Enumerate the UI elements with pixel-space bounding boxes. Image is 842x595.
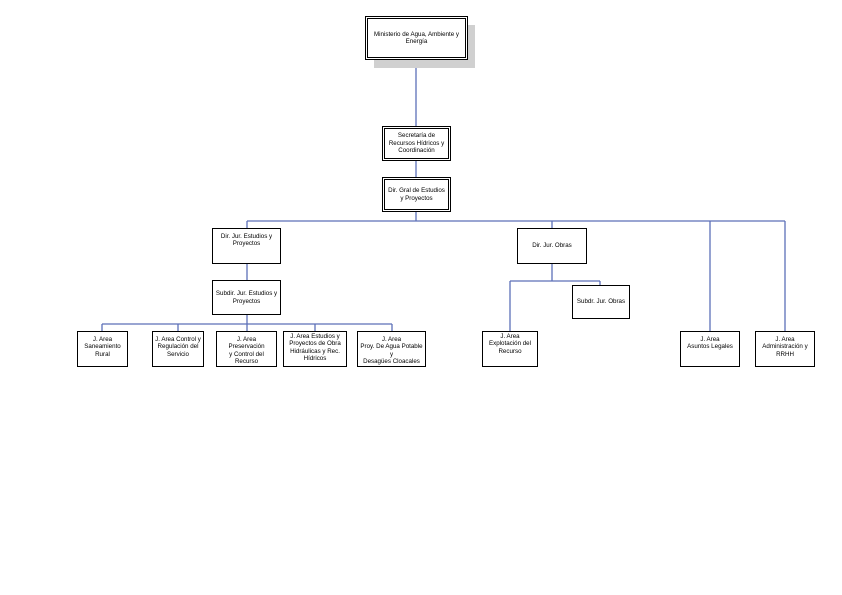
node-dir-gral: Dir. Gral de Estudios y Proyectos [382,177,451,212]
node-area-saneamiento: J. Area Saneamiento Rural [77,331,128,367]
node-secretaria: Secretaría de Recursos Hídricos y Coordi… [382,126,451,161]
node-area-estudios-obra: J. Area Estudios y Proyectos de Obra Hid… [283,331,347,367]
node-area-control: J. Area Control y Regulación del Servici… [152,331,204,367]
node-ministerio: Ministerio de Agua, Ambiente y Energía [365,16,468,60]
node-area-preservacion: J. Area Preservación y Control del Recur… [216,331,277,367]
node-subdir-estudios: Subdir. Jur. Estudios y Proyectos [212,280,281,315]
node-area-explotacion: J. Area Explotación del Recurso [482,331,538,367]
node-dir-jur-obras: Dir. Jur. Obras [517,228,587,264]
node-area-agua-potable: J. Area Proy. De Agua Potable y Desagües… [357,331,426,367]
node-area-administracion: J. Area Administración y RRHH [755,331,815,367]
node-dir-jur-estudios: Dir. Jur. Estudios y Proyectos [212,228,281,264]
node-subdir-obras: Subdr. Jur. Obras [572,285,630,319]
node-area-asuntos-legales: J. Area Asuntos Legales [680,331,740,367]
